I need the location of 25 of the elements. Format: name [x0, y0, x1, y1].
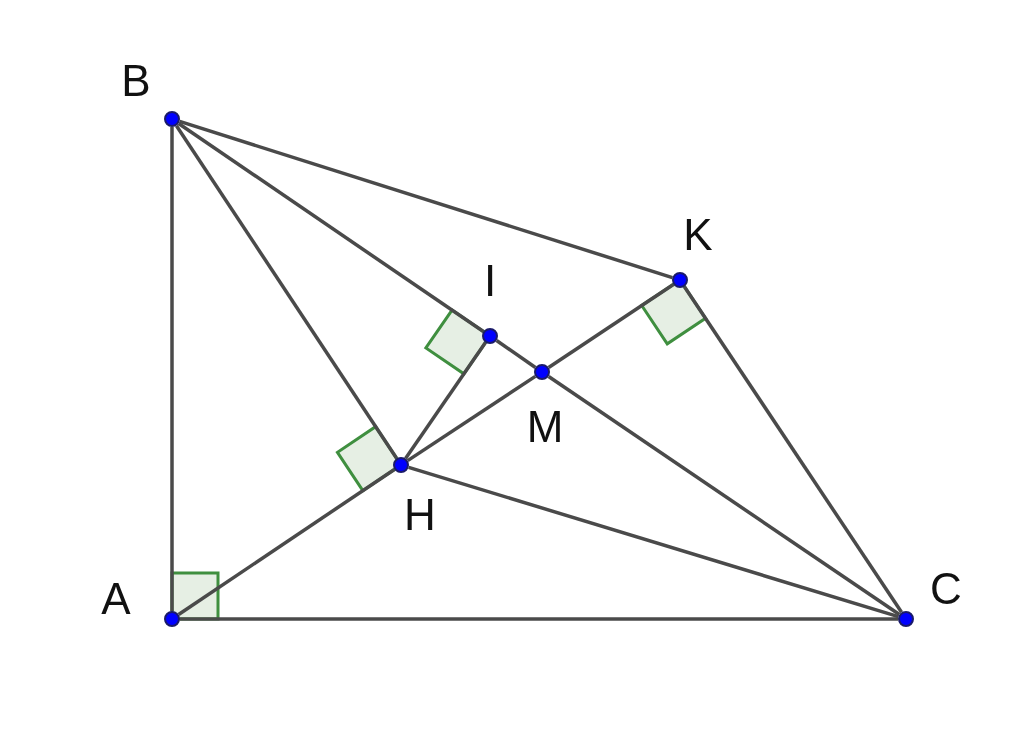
line-segment: [179, 119, 673, 280]
line-segment: [406, 374, 537, 463]
line-segment: [408, 465, 899, 619]
point-label: K: [683, 213, 713, 257]
point-marker: [164, 111, 180, 127]
point-marker: [534, 364, 550, 380]
line-segment: [177, 468, 396, 616]
point-label: M: [526, 405, 564, 449]
line-segment: [547, 375, 901, 616]
point-marker: [164, 611, 180, 627]
point-label: B: [121, 59, 151, 103]
line-segment: [170, 127, 174, 611]
point-label: I: [483, 259, 497, 303]
line-segment: [404, 341, 487, 460]
point-marker: [672, 272, 688, 288]
point-label: C: [930, 567, 962, 611]
point-marker: [898, 611, 914, 627]
point-label: A: [101, 577, 131, 621]
line-segment: [495, 339, 537, 369]
line-segment: [180, 617, 898, 621]
line-segment: [547, 283, 675, 369]
point-marker: [482, 328, 498, 344]
line-segment: [177, 122, 485, 333]
line-segment: [683, 285, 903, 614]
point-label: H: [404, 493, 436, 537]
